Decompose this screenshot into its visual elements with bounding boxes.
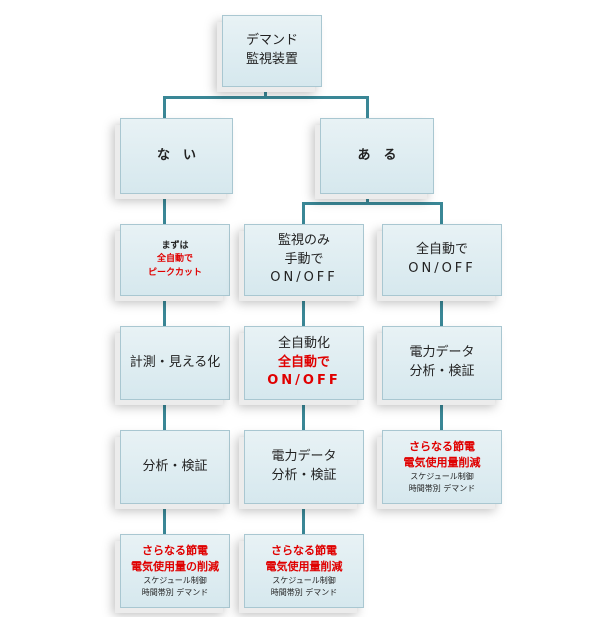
col3-box3-line4: 時間帯別 デマンド [408,483,476,493]
col1-box4-line4: 時間帯別 デマンド [141,587,209,597]
col3-box2-line1: 電力データ [409,345,475,361]
branch-aru: あ る [320,118,434,194]
col2-full-auto-box: 全自動化 全自動で ON/OFF [244,326,364,400]
branch-nai-label: な い [156,147,196,163]
root-line1: デマンド [245,33,298,49]
connector-to-col3 [440,202,443,226]
col3-power-data-box: 電力データ 分析・検証 [382,326,502,400]
col2-box2-line1: 全自動化 [277,335,330,351]
col1-box1-line2: 全自動で [156,254,193,265]
branch-nai: な い [120,118,233,194]
col2-box2-line3: ON/OFF [267,373,341,389]
col2-box4-line3: スケジュール制御 [272,576,336,586]
col1-box4-line1: さらなる節電 [142,544,208,558]
col1-measure-visualize-box: 計測・見える化 [120,326,230,400]
connector-to-aru [366,96,369,120]
col3-box1-line1: 全自動で [415,242,468,258]
connector-root-bar [163,96,368,99]
col2-power-data-box: 電力データ 分析・検証 [244,430,364,504]
col1-box3-text: 分析・検証 [142,458,208,474]
col2-box1-line3: ON/OFF [270,270,338,286]
branch-aru-label: あ る [357,147,397,163]
col1-box4-line2: 電気使用量の削減 [131,560,219,574]
col2-further-saving-box: さらなる節電 電気使用量削減 スケジュール制御 時間帯別 デマンド [244,534,364,608]
col1-box4-line3: スケジュール制御 [143,576,207,586]
col3-box3-line1: さらなる節電 [409,440,475,454]
col3-box1-line2: ON/OFF [408,261,476,276]
col3-box3-line3: スケジュール制御 [410,472,474,482]
connector-root-down [264,85,267,98]
col1-box1-line1: まずは [161,241,189,252]
connector-aru-bar [302,202,442,205]
col3-auto-onoff-box: 全自動で ON/OFF [382,224,502,296]
col2-manual-onoff-box: 監視のみ 手動で ON/OFF [244,224,364,296]
root-node-demand-monitor: デマンド 監視装置 [222,15,322,87]
col3-box3-line2: 電気使用量削減 [403,456,481,470]
connector-aru-down [366,192,369,204]
col1-analysis-box: 分析・検証 [120,430,230,504]
col1-box2-text: 計測・見える化 [129,354,221,370]
col2-box3-line2: 分析・検証 [271,468,337,483]
col3-further-saving-box: さらなる節電 電気使用量削減 スケジュール制御 時間帯別 デマンド [382,430,502,504]
connector-col2 [302,296,305,537]
col2-box1-line1: 監視のみ [277,232,330,248]
col3-box2-line2: 分析・検証 [409,364,475,379]
col2-box4-line4: 時間帯別 デマンド [270,587,338,597]
col2-box1-line2: 手動で [284,251,324,267]
col1-further-saving-box: さらなる節電 電気使用量の削減 スケジュール制御 時間帯別 デマンド [120,534,230,608]
col2-box3-line1: 電力データ [271,449,337,465]
connector-to-nai [163,96,166,120]
root-line2: 監視装置 [245,52,298,67]
connector-to-col2 [302,202,305,226]
col2-box4-line2: 電気使用量削減 [265,560,343,574]
col1-peak-cut-box: まずは 全自動で ピークカット [120,224,230,296]
col1-box1-line3: ピークカット [147,267,202,278]
col2-box2-line2: 全自動で [277,354,330,370]
col2-box4-line1: さらなる節電 [271,544,337,558]
